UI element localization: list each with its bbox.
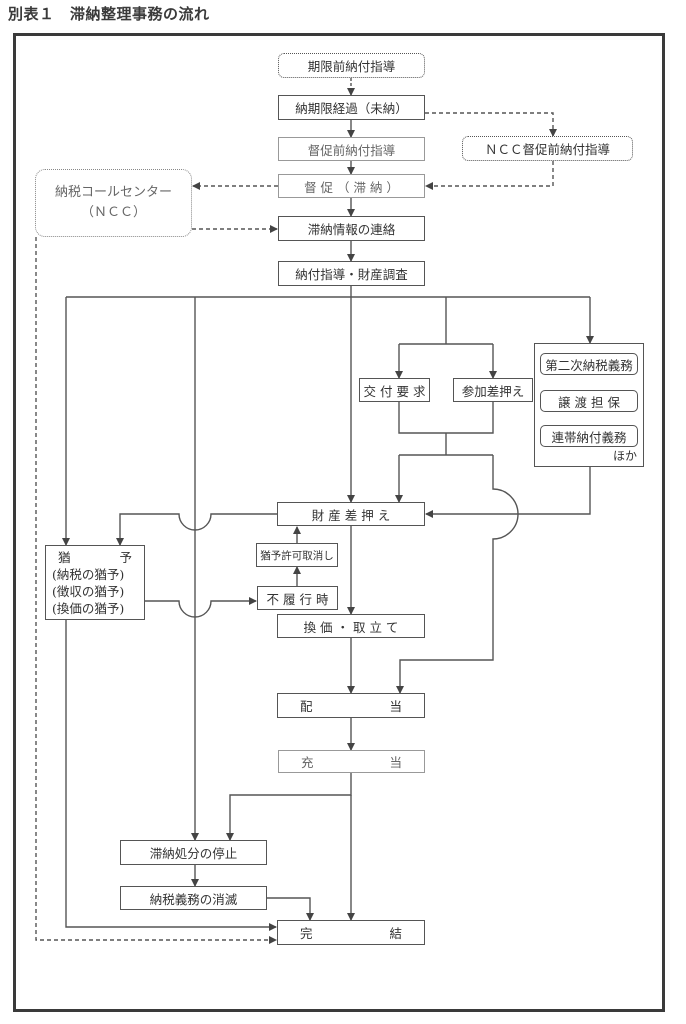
- node-ncc: 納税コールセンター （ＮＣＣ）: [35, 169, 192, 237]
- node-property-seizure: 財 産 差 押 え: [277, 502, 425, 526]
- node-reminder: 督 促 （ 滞 納 ）: [278, 174, 425, 198]
- node-secondary-liability: 第二次納税義務: [540, 353, 638, 375]
- node-joint-liability: 連帯納付義務: [540, 425, 638, 447]
- node-extinction: 納税義務の消滅: [120, 886, 267, 910]
- line-join-to-distribution: [396, 455, 519, 694]
- node-liquidation: 換 価 ・ 取 立 て: [277, 614, 425, 638]
- node-delinquency-info: 滞納情報の連絡: [278, 216, 425, 241]
- line-sub-join: [398, 402, 494, 434]
- node-default: 不 履 行 時: [257, 586, 338, 610]
- node-ncc-pre-reminder-guidance: ＮＣＣ督促前納付指導: [462, 136, 633, 161]
- page-title: 別表１ 滞納整理事務の流れ: [8, 5, 210, 23]
- node-pre-deadline-guidance: 期限前納付指導: [278, 53, 425, 78]
- completion-left: 完: [300, 926, 313, 941]
- ncc-label: 納税コールセンター: [54, 185, 172, 200]
- arrow-grace-to-completion: [65, 620, 277, 931]
- node-grace-revocation: 猶予許可取消し: [256, 543, 338, 567]
- distribution-right: 当: [389, 699, 402, 714]
- arrow-seizure-to-grace: [116, 513, 277, 546]
- arrow-grace-to-default: [145, 597, 257, 618]
- diagram-frame: [13, 33, 665, 1012]
- node-pre-reminder-guidance: 督促前納付指導: [278, 137, 425, 161]
- completion-right: 結: [389, 926, 402, 941]
- arrow-ncc-guidance-to-reminder: [425, 161, 554, 190]
- node-delivery-request: 交 付 要 求: [359, 378, 430, 402]
- grace-collection: (徴収の猶予): [52, 583, 125, 599]
- arrow-ncc-to-completion: [35, 237, 277, 944]
- grace-head-right: 予: [119, 549, 132, 565]
- node-completion: 完結: [277, 920, 425, 945]
- node-participation-seizure: 参加差押え: [453, 378, 533, 402]
- arrow-appropriation-to-suspension: [226, 773, 352, 841]
- node-deadline-passed: 納期限経過（未納）: [278, 95, 425, 120]
- node-appropriation: 充当: [278, 750, 425, 773]
- ncc-abbr: （ＮＣＣ）: [80, 205, 146, 220]
- node-suspension: 滞納処分の停止: [120, 840, 267, 865]
- distribution-left: 配: [300, 699, 313, 714]
- node-grace: 猶 予 (納税の猶予) (徴収の猶予) (換価の猶予): [45, 545, 145, 620]
- arrow-extinction-to-completion: [267, 897, 314, 921]
- node-transfer-security: 譲 渡 担 保: [540, 390, 638, 412]
- appropriation-right: 当: [389, 755, 402, 770]
- node-distribution: 配当: [277, 693, 425, 718]
- appropriation-left: 充: [301, 755, 314, 770]
- grace-head-left: 猶: [58, 549, 71, 565]
- others-label: ほか: [612, 449, 637, 463]
- node-payment-guidance-investigation: 納付指導・財産調査: [278, 261, 425, 286]
- grace-liquidation: (換価の猶予): [52, 600, 125, 616]
- arrow-deadline-to-ncc-guidance: [425, 112, 557, 137]
- grace-tax-payment: (納税の猶予): [52, 566, 125, 582]
- arrow-group-to-seizure: [425, 467, 591, 518]
